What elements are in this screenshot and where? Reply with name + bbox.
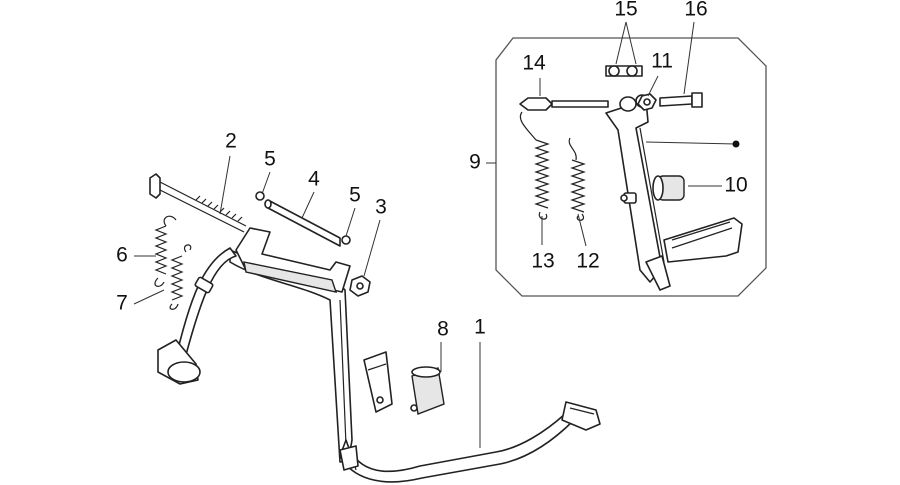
side-stand-pin (620, 192, 637, 204)
side-stand-leg (605, 94, 671, 291)
nut-3 (349, 275, 371, 297)
center-stand-frame (157, 227, 601, 483)
callouts: 1 2 3 4 5 5 6 7 8 9 10 11 12 13 14 15 16 (116, 0, 748, 341)
long-bolt-2 (149, 173, 247, 233)
bolt-16 (659, 92, 703, 108)
side-stand-foot-pad (663, 217, 743, 263)
callout-9: 9 (469, 151, 481, 174)
spring-bolt-14 (519, 97, 609, 111)
callout-8: 8 (437, 318, 449, 341)
callout-15: 15 (614, 0, 637, 21)
callout-6: 6 (116, 244, 128, 267)
leader-lines (133, 21, 737, 448)
callout-14: 14 (522, 52, 546, 75)
circlip-5-right (341, 235, 351, 245)
callout-1: 1 (474, 316, 486, 339)
callout-2: 2 (225, 130, 237, 153)
stop-bracket (363, 351, 393, 413)
spring-12 (568, 137, 586, 221)
callout-3: 3 (375, 196, 387, 219)
callout-4: 4 (308, 168, 320, 191)
rubber-buffer-10 (652, 175, 685, 201)
rubber-stop-8 (410, 366, 445, 415)
nut-11 (637, 93, 657, 111)
callout-13: 13 (531, 250, 554, 273)
spring-6 (154, 215, 177, 287)
leader-dot (732, 140, 740, 148)
callout-5-left: 5 (264, 148, 276, 171)
washers-15 (605, 65, 643, 77)
callout-7: 7 (116, 292, 128, 315)
callout-10: 10 (724, 174, 747, 197)
callout-12: 12 (576, 250, 599, 273)
spring-pin (194, 276, 214, 294)
callout-11: 11 (651, 50, 673, 73)
spring-13 (519, 111, 550, 220)
callout-16: 16 (684, 0, 707, 21)
spring-7 (169, 244, 192, 310)
pivot-pin-4 (264, 199, 341, 247)
callout-5-right: 5 (349, 184, 361, 207)
